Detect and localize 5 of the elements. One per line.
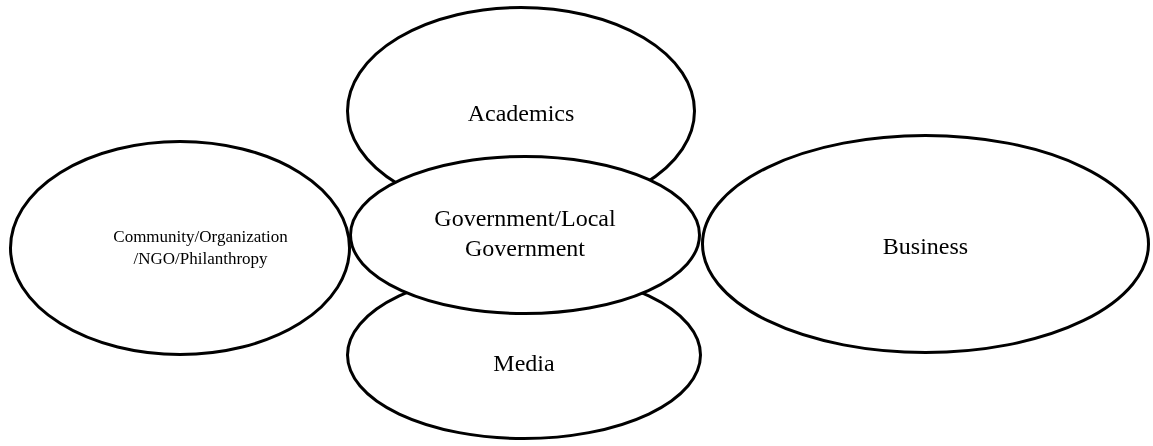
- node-label: Business: [881, 231, 970, 261]
- node-label: Government/Local Government: [433, 204, 617, 263]
- node-label: Academics: [466, 99, 576, 129]
- node-label: Community/Organization /NGO/Philanthropy: [112, 226, 289, 269]
- node-label: Media: [492, 349, 556, 379]
